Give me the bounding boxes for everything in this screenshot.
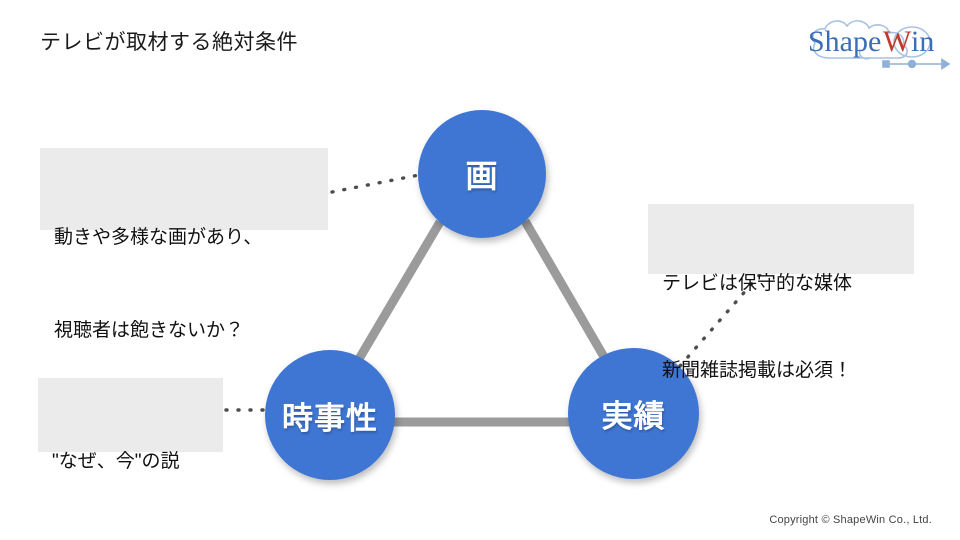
leader-lines: [224, 172, 764, 412]
callout-box-bottom-left[interactable]: "なぜ、今"の説 明ができる: [38, 378, 223, 472]
leader-top-left: [330, 172, 426, 194]
callout-line-1: テレビは保守的な媒体: [662, 273, 853, 294]
logo-text-in: in: [911, 25, 934, 58]
node-circle-top[interactable]: 画: [418, 110, 546, 238]
page-title: テレビが取材する絶対条件: [40, 31, 298, 54]
callout-line-1: 動きや多様な画があり、: [54, 227, 263, 248]
node-label-right: 実績: [601, 399, 666, 434]
copyright-footer: Copyright © ShapeWin Co., Ltd.: [769, 514, 932, 526]
connector-top-right: [521, 218, 611, 365]
callout-line-2: 視聴者は飽きないか？: [54, 320, 245, 341]
leader-right: [678, 270, 764, 368]
node-label-left: 時事性: [282, 400, 378, 436]
connector-top-left: [352, 219, 444, 367]
cloud-icon: [811, 20, 931, 60]
logo-arrow-icon: [882, 58, 950, 70]
node-circle-left[interactable]: 時事性: [265, 350, 395, 480]
callout-box-right[interactable]: テレビは保守的な媒体 新聞雑誌掲載は必須！: [648, 204, 914, 381]
callout-line-2: 新聞雑誌掲載は必須！: [662, 360, 853, 381]
node-label-top: 画: [465, 158, 499, 194]
callout-box-top-left[interactable]: 動きや多様な画があり、 視聴者は飽きないか？: [40, 148, 328, 341]
logo-text-shape: Shape: [808, 25, 881, 58]
connector-lines: [352, 218, 611, 427]
logo-text-w: W: [883, 25, 912, 58]
node-circle-right[interactable]: 実績: [568, 348, 699, 479]
shapewin-logo: Shape W in: [800, 14, 950, 76]
callout-line-1: "なぜ、今"の説: [52, 451, 180, 472]
